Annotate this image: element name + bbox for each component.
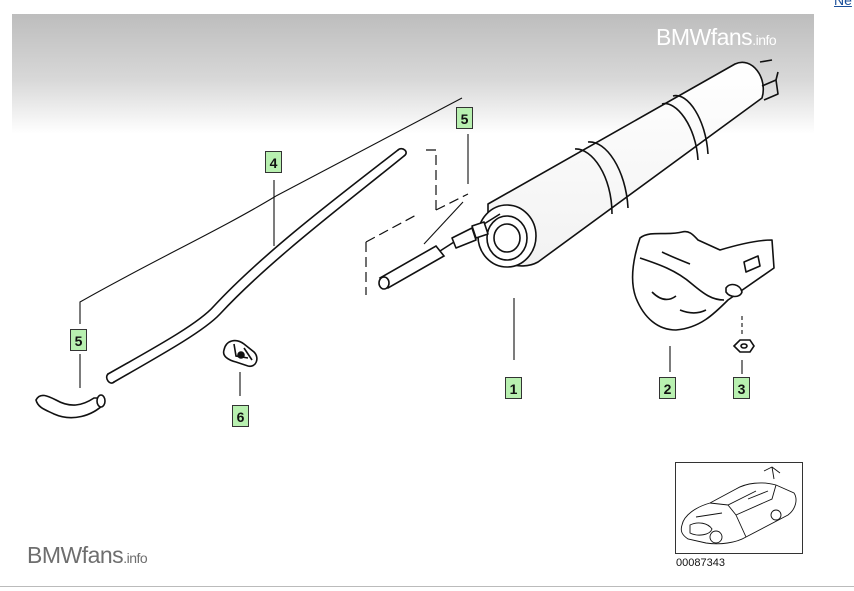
watermark-top: BMWfans.info bbox=[656, 24, 777, 51]
nut bbox=[732, 339, 755, 353]
clip bbox=[222, 339, 258, 368]
watermark-bottom-main: BMWfans bbox=[27, 542, 124, 568]
vehicle-thumbnail bbox=[675, 462, 803, 554]
watermark-bottom: BMWfans.info bbox=[27, 542, 148, 569]
callout-6: 6 bbox=[232, 405, 249, 427]
watermark-top-suffix: .info bbox=[752, 32, 777, 48]
callout-2: 2 bbox=[659, 377, 676, 399]
hose-bent bbox=[35, 394, 106, 419]
callout-4: 4 bbox=[265, 151, 282, 173]
callout-1: 1 bbox=[505, 377, 522, 399]
diagram-code: 00087343 bbox=[676, 557, 725, 569]
bottom-divider bbox=[0, 586, 854, 587]
leader-lines bbox=[79, 97, 743, 396]
watermark-top-main: BMWfans bbox=[656, 24, 753, 50]
callout-5-left: 5 bbox=[70, 329, 87, 351]
watermark-bottom-suffix: .info bbox=[123, 550, 148, 566]
holder-bracket bbox=[631, 230, 775, 331]
next-link[interactable]: Ne bbox=[834, 0, 852, 8]
dashed-bracket bbox=[365, 149, 469, 295]
callout-3: 3 bbox=[733, 377, 750, 399]
fuel-filter bbox=[451, 59, 779, 268]
hose-long bbox=[105, 147, 407, 384]
car-icon bbox=[680, 466, 797, 545]
hose-short bbox=[378, 241, 455, 290]
callout-5-top: 5 bbox=[456, 107, 473, 129]
